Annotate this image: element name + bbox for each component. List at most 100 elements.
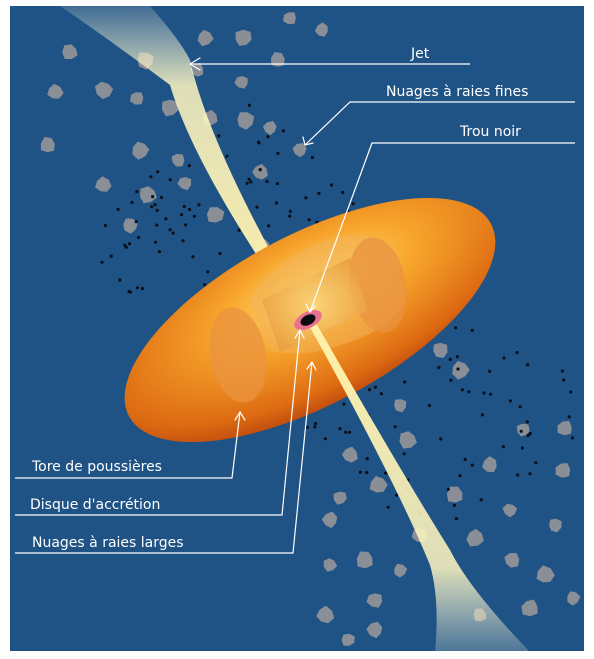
- dust-dot: [135, 220, 138, 223]
- dust-dot: [447, 488, 450, 491]
- dust-dot: [191, 255, 194, 258]
- dust-dot: [136, 286, 139, 289]
- dust-dot: [110, 255, 113, 258]
- dust-dot: [289, 210, 292, 213]
- dust-dot: [123, 244, 126, 247]
- dust-dot: [526, 363, 529, 366]
- dust-dot: [561, 369, 564, 372]
- label-accretion-disk: Disque d'accrétion: [30, 497, 160, 513]
- dust-dot: [217, 134, 220, 137]
- dust-dot: [246, 182, 249, 185]
- dust-dot: [395, 494, 398, 497]
- dust-dot: [464, 458, 467, 461]
- dust-dot: [183, 205, 186, 208]
- label-dust-torus: Tore de poussières: [31, 459, 162, 475]
- dust-dot: [225, 155, 228, 158]
- dust-dot: [158, 250, 161, 253]
- dust-dot: [104, 224, 107, 227]
- dust-dot: [365, 471, 368, 474]
- dust-dot: [160, 196, 163, 199]
- dust-dot: [456, 355, 459, 358]
- dust-dot: [403, 380, 406, 383]
- dust-dot: [520, 430, 523, 433]
- label-black-hole: Trou noir: [459, 124, 521, 140]
- dust-dot: [141, 287, 144, 290]
- dust-dot: [502, 445, 505, 448]
- dust-dot: [137, 236, 140, 239]
- dust-dot: [374, 386, 377, 389]
- dust-dot: [455, 517, 458, 520]
- dust-dot: [118, 278, 121, 281]
- dust-dot: [169, 228, 172, 231]
- dust-dot: [480, 498, 483, 501]
- dust-dot: [344, 431, 347, 434]
- dust-dot: [359, 471, 362, 474]
- dust-dot: [149, 175, 152, 178]
- dust-dot: [569, 390, 572, 393]
- dust-dot: [128, 242, 131, 245]
- dust-dot: [461, 388, 464, 391]
- dust-dot: [282, 129, 285, 132]
- dust-dot: [534, 461, 537, 464]
- dust-dot: [131, 201, 134, 204]
- dust-dot: [529, 432, 532, 435]
- dust-dot: [135, 190, 138, 193]
- dust-dot: [562, 378, 565, 381]
- dust-dot: [193, 215, 196, 218]
- dust-dot: [528, 472, 531, 475]
- dust-dot: [483, 391, 486, 394]
- dust-dot: [184, 223, 187, 226]
- label-narrow-line-clouds: Nuages à raies fines: [386, 84, 528, 100]
- dust-dot: [156, 209, 159, 212]
- dust-dot: [403, 452, 406, 455]
- dust-dot: [153, 203, 156, 206]
- dust-dot: [275, 201, 278, 204]
- dust-dot: [571, 436, 574, 439]
- dust-dot: [311, 156, 314, 159]
- dust-dot: [449, 358, 452, 361]
- dust-dot: [509, 399, 512, 402]
- dust-dot: [197, 203, 200, 206]
- dust-dot: [249, 180, 252, 183]
- dust-dot: [394, 425, 397, 428]
- label-jet: Jet: [410, 46, 430, 62]
- dust-dot: [206, 270, 209, 273]
- dust-dot: [366, 457, 369, 460]
- dust-dot: [568, 415, 571, 418]
- dust-dot: [481, 413, 484, 416]
- dust-dot: [384, 472, 387, 475]
- dust-dot: [489, 393, 492, 396]
- dust-dot: [456, 367, 459, 370]
- dust-dot: [150, 205, 153, 208]
- dust-dot: [180, 213, 183, 216]
- dust-dot: [218, 252, 221, 255]
- dust-dot: [267, 224, 270, 227]
- dust-dot: [101, 261, 104, 264]
- dust-dot: [449, 379, 452, 382]
- label-broad-line-clouds: Nuages à raies larges: [32, 535, 184, 551]
- dust-dot: [151, 195, 154, 198]
- dust-dot: [453, 504, 456, 507]
- dust-dot: [515, 351, 518, 354]
- dust-dot: [519, 405, 522, 408]
- dust-dot: [164, 217, 167, 220]
- dust-dot: [308, 218, 311, 221]
- dust-dot: [313, 425, 316, 428]
- dust-dot: [276, 152, 279, 155]
- dust-dot: [459, 474, 462, 477]
- dust-dot: [238, 229, 241, 232]
- dust-dot: [352, 202, 355, 205]
- dust-dot: [516, 473, 519, 476]
- dust-dot: [526, 420, 529, 423]
- dust-dot: [169, 178, 172, 181]
- dust-dot: [203, 283, 206, 286]
- dust-dot: [259, 168, 262, 171]
- dust-dot: [257, 141, 260, 144]
- dust-dot: [488, 370, 491, 373]
- dust-dot: [317, 192, 320, 195]
- dust-dot: [521, 446, 524, 449]
- dust-dot: [439, 437, 442, 440]
- dust-dot: [266, 135, 269, 138]
- dust-dot: [265, 180, 268, 183]
- dust-dot: [155, 224, 158, 227]
